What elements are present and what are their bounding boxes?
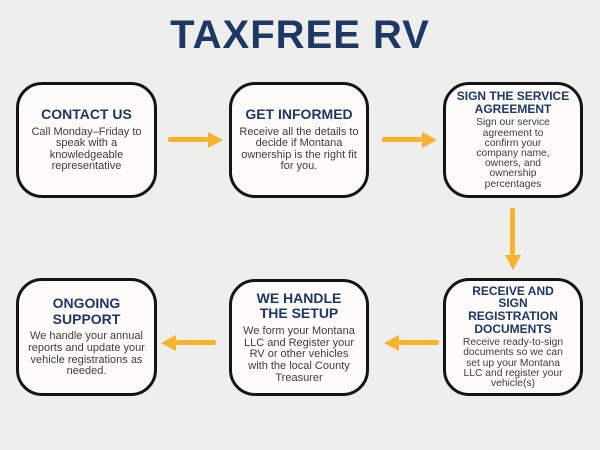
arrow-down-icon [504, 208, 521, 270]
step-box-get-informed: GET INFORMED Receive all the details to … [229, 82, 369, 198]
step-box-we-handle-the-setup: WE HANDLE THE SETUP We form your Montana… [229, 279, 369, 396]
step-description: We form your Montana LLC and Register yo… [243, 325, 355, 384]
arrow-shaft [168, 137, 208, 142]
step-box-sign-service-agreement: SIGN THE SERVICE AGREEMENT Sign our serv… [443, 82, 583, 198]
arrow-head [161, 334, 176, 351]
arrow-right-icon [382, 131, 437, 148]
arrow-left-icon [161, 334, 216, 351]
step-description: Sign our service agreement to confirm yo… [476, 117, 550, 190]
step-description: Receive ready-to-sign documents so we ca… [462, 337, 564, 389]
arrow-shaft [382, 137, 422, 142]
page-title: TAXFREE RV [170, 13, 430, 57]
step-heading: GET INFORMED [245, 105, 353, 122]
step-box-ongoing-support: ONGOING SUPPORT We handle your annual re… [16, 278, 157, 396]
arrow-head [422, 131, 437, 148]
step-box-contact-us: CONTACT US Call Monday–Friday to speak w… [16, 82, 157, 198]
arrow-head [208, 131, 223, 148]
arrow-left-icon [384, 334, 439, 351]
step-heading: RECEIVE AND SIGN REGISTRATION DOCUMENTS [468, 283, 558, 336]
step-box-receive-sign-registration-documents: RECEIVE AND SIGN REGISTRATION DOCUMENTS … [443, 278, 583, 396]
arrow-shaft [510, 208, 515, 255]
arrow-head [384, 334, 399, 351]
step-heading: WE HANDLE THE SETUP [256, 289, 342, 322]
arrow-head [504, 255, 521, 270]
step-description: Receive all the details to decide if Mon… [239, 125, 359, 173]
arrow-shaft [176, 340, 216, 345]
arrow-shaft [399, 340, 439, 345]
step-heading: ONGOING SUPPORT [52, 295, 121, 327]
step-description: We handle your annual reports and update… [28, 330, 145, 378]
step-description: Call Monday–Friday to speak with a knowl… [31, 125, 142, 173]
arrow-right-icon [168, 131, 223, 148]
step-heading: SIGN THE SERVICE AGREEMENT [456, 89, 570, 116]
step-heading: CONTACT US [41, 105, 132, 122]
